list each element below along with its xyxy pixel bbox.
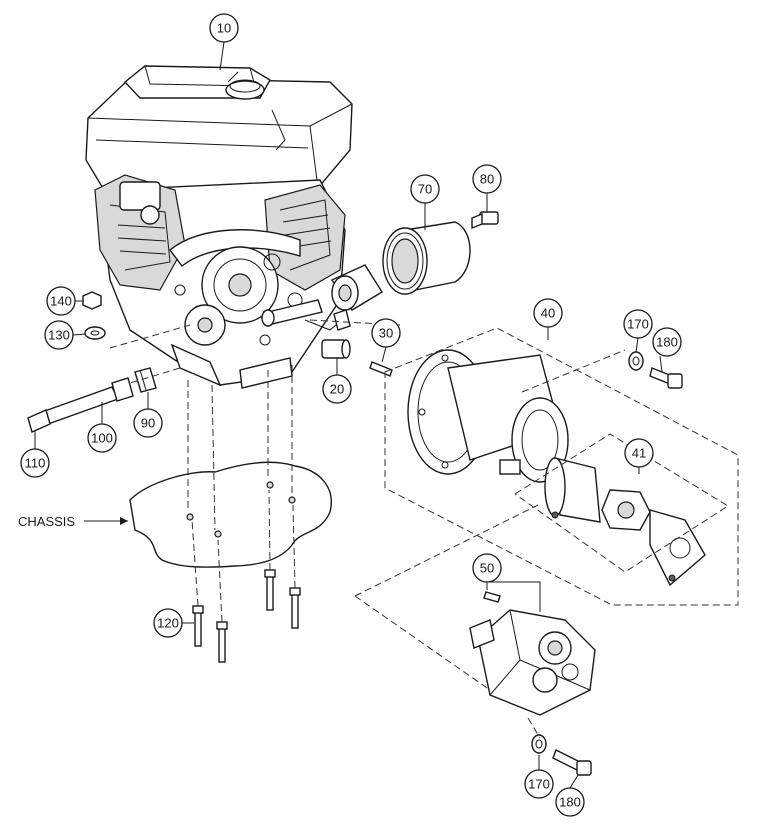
- shaft-adapter-70: [382, 221, 471, 295]
- callout-120: 120: [153, 608, 183, 638]
- callout-170-upper-label: 170: [627, 317, 649, 332]
- callout-170-lower-label: 170: [528, 777, 550, 792]
- callout-70-label: 70: [418, 182, 432, 197]
- callout-180-lower: 180: [555, 787, 585, 817]
- callout-90-label: 90: [141, 416, 155, 431]
- callout-180-upper-label: 180: [656, 335, 678, 350]
- callout-140: 140: [46, 286, 76, 316]
- fitting-90: [134, 367, 157, 393]
- callout-170-lower: 170: [524, 769, 554, 799]
- callout-100-label: 100: [91, 431, 113, 446]
- hose-100: [41, 377, 134, 425]
- callout-41: 41: [624, 438, 654, 468]
- callout-80-label: 80: [480, 172, 494, 187]
- callout-30-label: 30: [379, 326, 393, 341]
- chassis-plate: [129, 461, 332, 568]
- bolt-180-upper: [649, 367, 683, 389]
- hydraulic-pump-50: [469, 591, 596, 716]
- key-30: [369, 361, 393, 377]
- callout-120-label: 120: [157, 616, 179, 631]
- fitting-110: [27, 409, 51, 433]
- callout-180-lower-label: 180: [559, 795, 581, 810]
- callout-100: 100: [87, 423, 117, 453]
- nut-140: [82, 291, 102, 310]
- callout-180-upper: 180: [652, 327, 682, 357]
- callout-110-label: 110: [25, 456, 46, 471]
- callout-50-label: 50: [480, 561, 494, 576]
- chassis-label: CHASSIS: [18, 514, 75, 529]
- coupling-41: [544, 457, 706, 587]
- callout-41-label: 41: [632, 446, 646, 461]
- callout-170-upper: 170: [623, 309, 653, 339]
- callout-110: 110: [20, 448, 50, 478]
- callout-50: 50: [472, 553, 502, 583]
- bolt-80: [471, 211, 499, 230]
- callout-10-label: 10: [217, 21, 231, 36]
- washer-170-lower: [531, 734, 547, 754]
- spacer-20: [321, 339, 351, 359]
- callout-70: 70: [410, 174, 440, 204]
- callout-130: 130: [44, 320, 74, 350]
- engine-assembly: [85, 65, 383, 389]
- bolt-180-lower: [552, 749, 592, 776]
- adapter-housing-40: [407, 349, 569, 483]
- washer-170-upper: [628, 351, 644, 371]
- chassis-bolts-120: [192, 569, 301, 663]
- callout-20: 20: [322, 374, 352, 404]
- callout-80: 80: [472, 164, 502, 194]
- callout-130-label: 130: [48, 328, 70, 343]
- callout-30: 30: [371, 318, 401, 348]
- leader-lines: [34, 41, 663, 789]
- callout-90: 90: [133, 408, 163, 438]
- callout-40-label: 40: [541, 306, 555, 321]
- callout-140-label: 140: [50, 294, 72, 309]
- callout-10: 10: [209, 13, 239, 43]
- callout-40: 40: [533, 298, 563, 328]
- assembly-guide-lines: [109, 319, 739, 739]
- washer-130: [84, 326, 106, 340]
- callout-20-label: 20: [330, 382, 344, 397]
